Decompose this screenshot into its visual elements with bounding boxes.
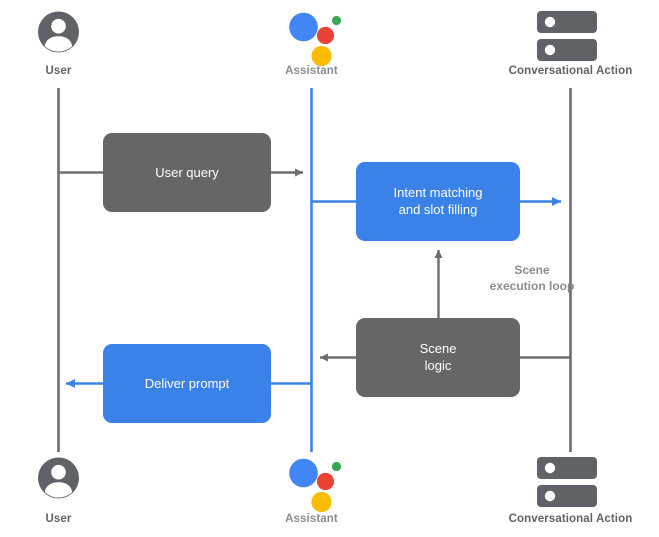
google-assistant-icon (289, 458, 342, 513)
node-user-query[interactable] (103, 133, 271, 212)
server-icon (537, 11, 597, 61)
actor-label-user-bottom: User (45, 513, 72, 525)
server-icon (537, 457, 597, 507)
actor-label-assistant-top: Assistant (285, 65, 338, 77)
actor-label-user-top: User (45, 65, 72, 77)
actor-label-assistant-bottom: Assistant (285, 513, 338, 525)
node-scene-logic[interactable] (356, 318, 520, 397)
actor-label-conversational-action-bottom: Conversational Action (508, 513, 633, 525)
node-deliver-prompt[interactable] (103, 344, 271, 423)
google-assistant-icon (289, 12, 342, 67)
user-avatar-icon (38, 11, 79, 53)
annotation-scene-execution-loop: Scene execution loop (489, 263, 575, 293)
user-avatar-icon (38, 457, 79, 499)
actor-label-conversational-action-top: Conversational Action (508, 65, 633, 77)
node-intent-matching[interactable] (356, 162, 520, 241)
